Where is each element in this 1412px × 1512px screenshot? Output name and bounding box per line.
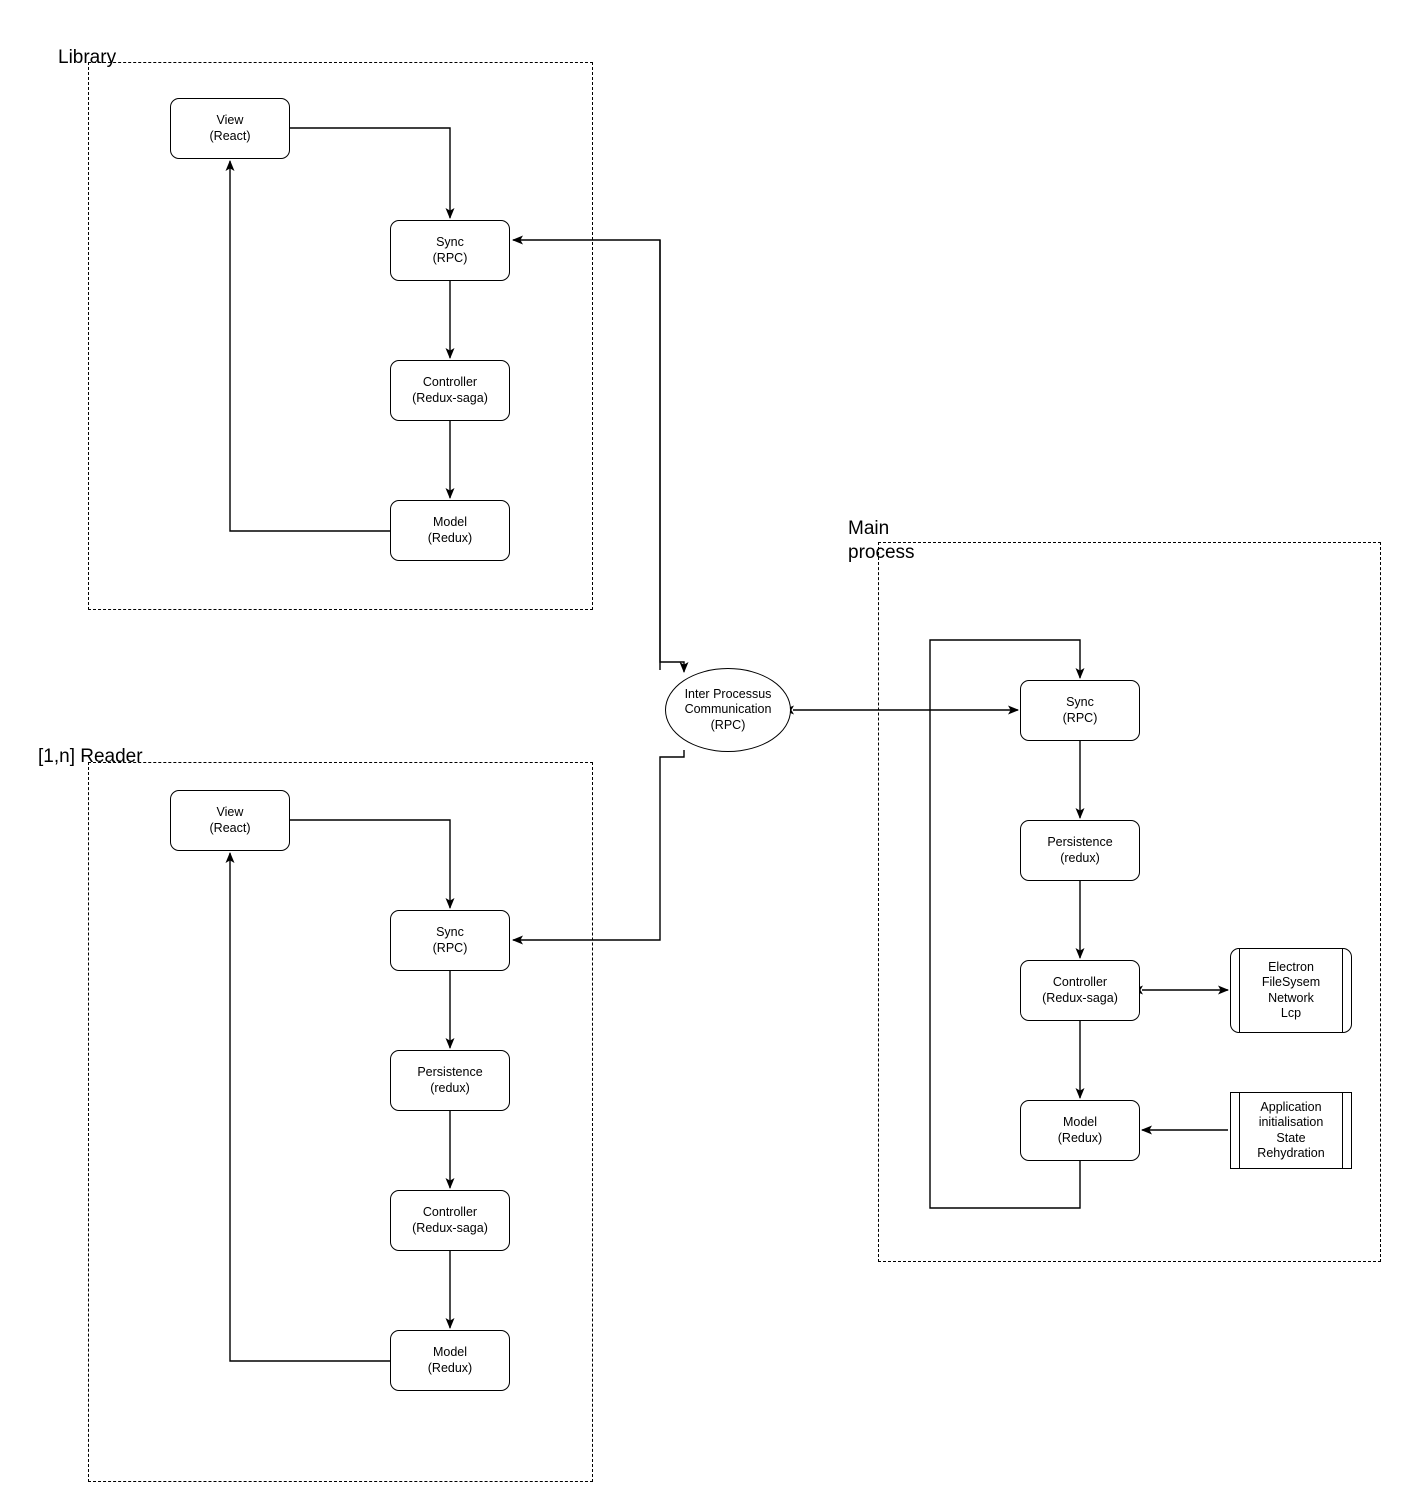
node-rd_controller[interactable]: Controller (Redux-saga) (390, 1190, 510, 1251)
node-lib_controller[interactable]: Controller (Redux-saga) (390, 360, 510, 421)
group-frame-reader (88, 762, 593, 1482)
node-lib_sync[interactable]: Sync (RPC) (390, 220, 510, 281)
edge-rd_model_to_view (225, 852, 390, 1362)
node-label-ipc: Inter Processus Communication (RPC) (684, 686, 772, 732)
edge-ipc_to_rd_sync (512, 750, 685, 945)
node-label-mp_model: Model (Redux) (1057, 1115, 1103, 1145)
group-label-main_process: Main process (848, 518, 915, 563)
node-label-rd_sync: Sync (RPC) (432, 925, 468, 955)
node-label-lib_model: Model (Redux) (427, 515, 473, 545)
node-label-mp_sync: Sync (RPC) (1062, 695, 1098, 725)
node-label-lib_view: View (React) (209, 113, 251, 143)
node-mp_appinit[interactable]: Application initialisation State Rehydra… (1230, 1092, 1352, 1169)
node-rd_view[interactable]: View (React) (170, 790, 290, 851)
node-label-rd_model: Model (Redux) (427, 1345, 473, 1375)
node-label-rd_controller: Controller (Redux-saga) (412, 1205, 488, 1235)
node-rd_sync[interactable]: Sync (RPC) (390, 910, 510, 971)
node-mp_sync[interactable]: Sync (RPC) (1020, 680, 1140, 741)
group-frame-library (88, 62, 593, 610)
node-mp_persistence[interactable]: Persistence (redux) (1020, 820, 1140, 881)
node-mp_electron[interactable]: Electron FileSysem Network Lcp (1230, 948, 1352, 1033)
edge-lib_view_to_sync (290, 127, 455, 219)
node-rd_persistence[interactable]: Persistence (redux) (390, 1050, 510, 1111)
node-label-mp_controller: Controller (Redux-saga) (1042, 975, 1118, 1005)
node-mp_model[interactable]: Model (Redux) (1020, 1100, 1140, 1161)
group-frame-main_process (878, 542, 1381, 1262)
node-mp_controller[interactable]: Controller (Redux-saga) (1020, 960, 1140, 1021)
group-label-library: Library (58, 47, 117, 68)
edge-lib_branch_to_ipc (659, 240, 689, 673)
node-label-mp_appinit: Application initialisation State Rehydra… (1257, 1099, 1325, 1161)
edge-rd_view_to_sync (290, 819, 455, 909)
node-ipc[interactable]: Inter Processus Communication (RPC) (665, 668, 791, 752)
group-label-reader: [1,n] Reader (38, 746, 143, 767)
node-lib_model[interactable]: Model (Redux) (390, 500, 510, 561)
edge-lib_model_to_view (225, 160, 390, 532)
node-label-rd_persistence: Persistence (redux) (417, 1065, 483, 1095)
edge-mp_model_loop_to_sync (929, 639, 1085, 1209)
node-label-lib_sync: Sync (RPC) (432, 235, 468, 265)
node-label-rd_view: View (React) (209, 805, 251, 835)
node-rd_model[interactable]: Model (Redux) (390, 1330, 510, 1391)
node-lib_view[interactable]: View (React) (170, 98, 290, 159)
node-label-mp_electron: Electron FileSysem Network Lcp (1261, 959, 1321, 1021)
node-label-lib_controller: Controller (Redux-saga) (412, 375, 488, 405)
node-label-mp_persistence: Persistence (redux) (1047, 835, 1113, 865)
